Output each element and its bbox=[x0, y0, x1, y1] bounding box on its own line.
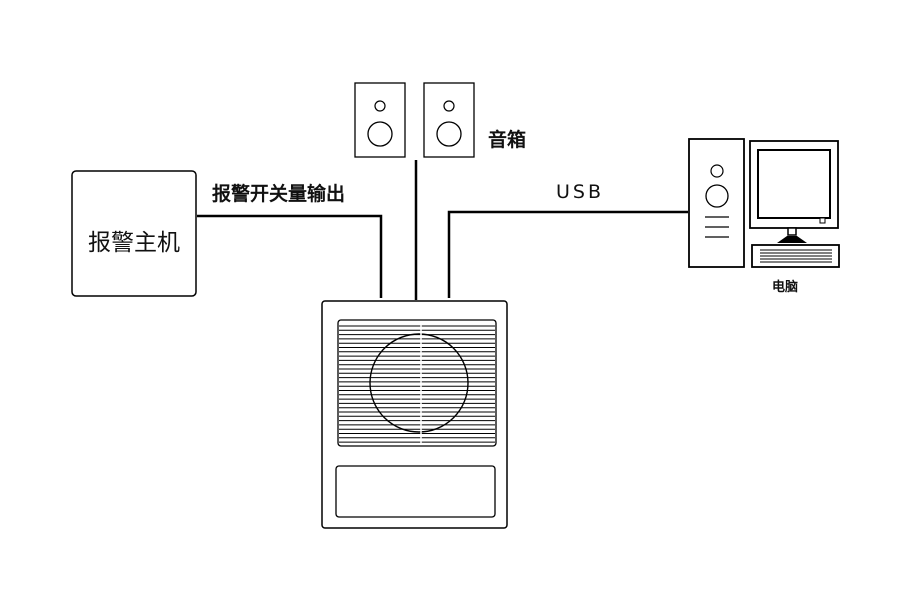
monitor-icon bbox=[749, 140, 839, 243]
alarm-output-connection: 报警开关量输出 bbox=[197, 182, 383, 298]
alarm-host-box bbox=[71, 170, 197, 297]
speaker-grille bbox=[337, 319, 497, 447]
computer-label: 电脑 bbox=[772, 279, 798, 295]
intercom-device bbox=[321, 300, 508, 529]
alarm-output-wire bbox=[197, 214, 383, 298]
usb-label: USB bbox=[556, 181, 604, 203]
alarm-output-label: 报警开关量输出 bbox=[212, 182, 345, 205]
speakers-label: 音箱 bbox=[488, 128, 526, 151]
speakers: 音箱 bbox=[354, 82, 526, 300]
keyboard-icon bbox=[751, 244, 840, 268]
alarm-host: 报警主机 bbox=[71, 170, 197, 297]
speaker-cone bbox=[369, 333, 469, 433]
display-panel bbox=[335, 465, 496, 518]
speaker-left-icon bbox=[354, 82, 406, 158]
computer: 电脑 bbox=[688, 138, 840, 295]
alarm-host-label: 报警主机 bbox=[88, 230, 180, 256]
usb-wire bbox=[447, 210, 688, 298]
pc-tower-icon bbox=[688, 138, 745, 268]
speaker-right-icon bbox=[423, 82, 475, 158]
usb-connection: USB bbox=[447, 181, 688, 298]
